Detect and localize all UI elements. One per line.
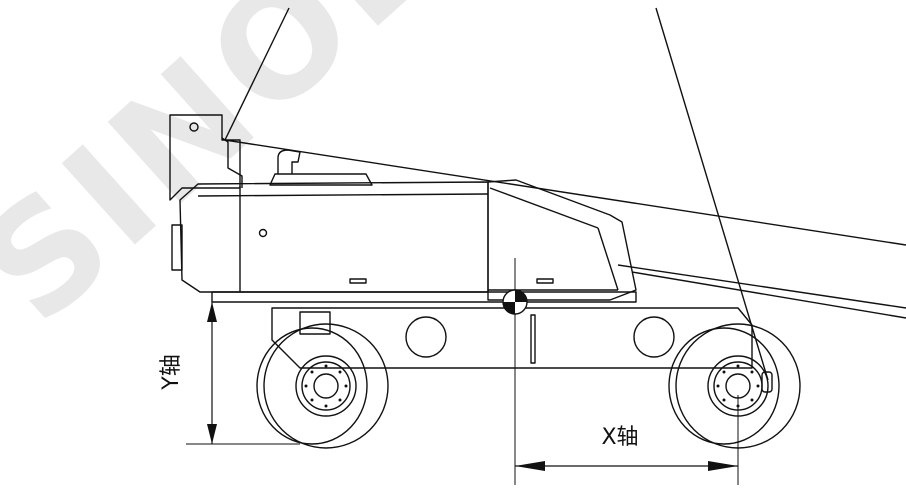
boom-inner-edge (617, 264, 906, 309)
center-of-gravity-icon (502, 289, 528, 315)
right-boom-line (655, 7, 769, 381)
chassis-bracket (299, 311, 331, 335)
upper-boom-edge (224, 139, 906, 246)
front-cover-fold (489, 187, 599, 229)
front-cover-fold-2 (597, 227, 619, 291)
lower-boom-edge (631, 271, 906, 319)
x-axis-label: X轴 (601, 425, 638, 450)
y-axis-label: Y轴 (159, 354, 184, 390)
engine-cover-hole (258, 228, 268, 238)
engine-cover-trim (197, 193, 489, 197)
turntable-base (211, 291, 637, 303)
y-arrow-top (207, 302, 217, 322)
chassis-hole-right (633, 316, 675, 358)
rear-bracket (221, 137, 243, 188)
counterweight (169, 114, 241, 201)
chassis-hole-left (405, 316, 447, 358)
wheel-bolts (304, 364, 760, 408)
exhaust-pipe (277, 149, 301, 174)
front-wheel (668, 323, 801, 449)
chassis-frame (271, 307, 753, 369)
watermark-text: SINOBOOM (0, 0, 795, 357)
left-boom-line (224, 7, 290, 141)
front-cover (487, 179, 637, 301)
front-handle (536, 278, 554, 284)
engine-grille (171, 224, 183, 271)
y-arrow-bottom (207, 424, 217, 444)
engine-handle (349, 278, 367, 284)
rear-wheel (256, 323, 389, 449)
chassis-slot (530, 314, 536, 364)
hood-bump (269, 173, 373, 186)
x-arrow-right (708, 461, 738, 471)
counterweight-hole (189, 122, 199, 132)
x-arrow-left (515, 461, 545, 471)
